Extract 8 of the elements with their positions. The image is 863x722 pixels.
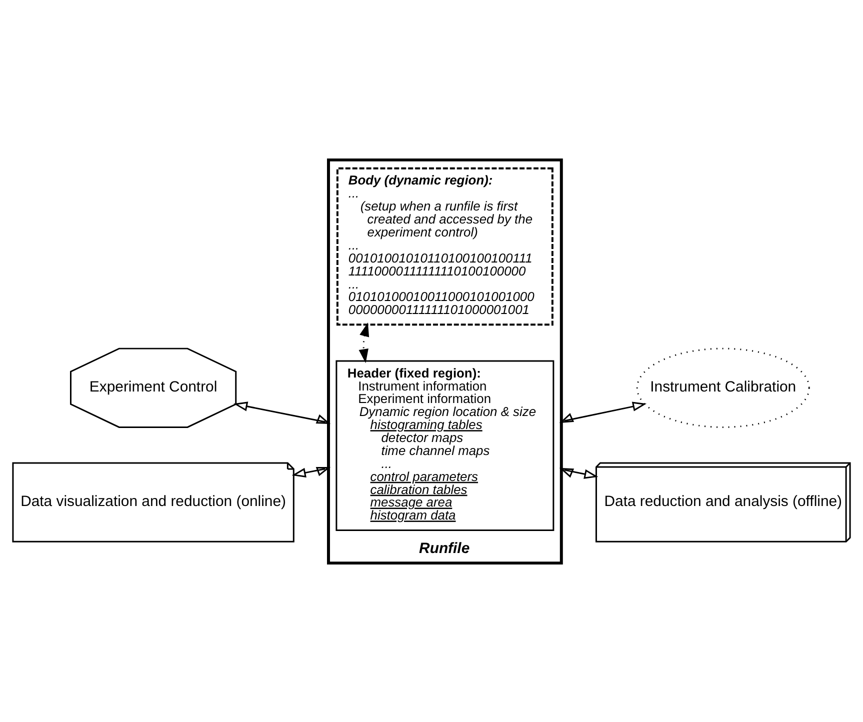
arrow — [559, 467, 598, 478]
arrow — [358, 322, 370, 363]
node-box: Body (dynamic region): ... (setup when a runfile is first created and accessed by the experiment control) ... 00101001010110100100100111 11110000111111110100100000 ... 01010100010011000101001000 00000000111111101000001001 — [336, 166, 554, 326]
arrow — [234, 401, 331, 424]
arrow — [292, 466, 331, 478]
node-box: Header (fixed region): Instrument information Experiment information Dynamic region location & size histograming tables detector maps time channel maps ... control parameters calibration tables message area histogram data — [336, 360, 554, 530]
arrow — [559, 401, 647, 423]
node-ellipse: Instrument Calibration — [636, 347, 810, 428]
